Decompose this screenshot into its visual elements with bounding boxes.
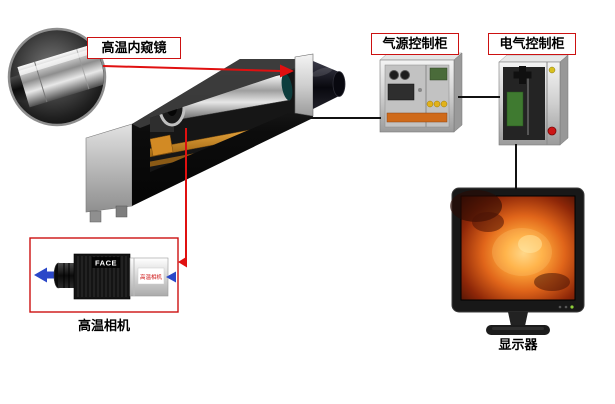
monitor-button bbox=[564, 305, 568, 309]
electric-cabinet bbox=[498, 54, 569, 146]
endoscope-housing bbox=[85, 53, 346, 223]
camera-lens-barrel bbox=[58, 263, 74, 288]
label-endoscope: 高温内窥镜 bbox=[87, 37, 181, 59]
pcb-board bbox=[506, 91, 524, 127]
label-electric-cabinet: 电气控制柜 bbox=[488, 33, 576, 55]
blue-arrow-left-icon bbox=[34, 267, 47, 283]
connectors bbox=[102, 64, 517, 268]
barrel-end-cap bbox=[281, 73, 293, 101]
housing-foot bbox=[89, 210, 102, 223]
red-button bbox=[547, 126, 557, 136]
monitor-neck bbox=[508, 312, 528, 326]
orange-manifold bbox=[386, 112, 448, 123]
knob bbox=[426, 100, 434, 108]
air-source-cabinet bbox=[379, 52, 463, 133]
blue-arrow-tail bbox=[47, 271, 58, 279]
rail-carriage bbox=[150, 134, 174, 157]
fan-cross bbox=[513, 71, 532, 79]
monitor bbox=[450, 187, 585, 335]
cabinet-side bbox=[453, 52, 463, 133]
housing-left-face bbox=[85, 123, 133, 213]
camera-brand-text: FACE bbox=[95, 259, 117, 268]
knob bbox=[440, 100, 448, 108]
blue-arrow-right-icon bbox=[166, 271, 176, 283]
lens-cone bbox=[313, 61, 339, 109]
knob bbox=[433, 100, 441, 108]
cabinet-top bbox=[498, 54, 569, 63]
green-module bbox=[429, 67, 448, 81]
camera-sticker bbox=[137, 267, 165, 285]
camera-box: FACE 高温相机 bbox=[29, 237, 179, 313]
camera-sticker-text: 高温相机 bbox=[140, 273, 163, 281]
cabinet-side bbox=[559, 54, 569, 146]
monitor-button bbox=[558, 305, 562, 309]
valve-module bbox=[387, 83, 415, 101]
label-camera: 高温相机 bbox=[77, 318, 130, 333]
label-air-cabinet: 气源控制柜 bbox=[371, 33, 459, 55]
label-monitor: 显示器 bbox=[498, 337, 538, 352]
indicator-lamp bbox=[548, 66, 556, 74]
housing-foot bbox=[115, 205, 128, 218]
red-arrowhead-icon bbox=[178, 256, 187, 268]
monitor-power-led bbox=[570, 305, 574, 309]
pressure-gauge bbox=[400, 70, 410, 80]
red-arrowhead-icon bbox=[280, 64, 294, 78]
mount-flange bbox=[294, 53, 314, 117]
pressure-gauge bbox=[389, 70, 399, 80]
lens-cone-end bbox=[332, 71, 346, 97]
connector-probe-to-housing bbox=[102, 65, 282, 72]
